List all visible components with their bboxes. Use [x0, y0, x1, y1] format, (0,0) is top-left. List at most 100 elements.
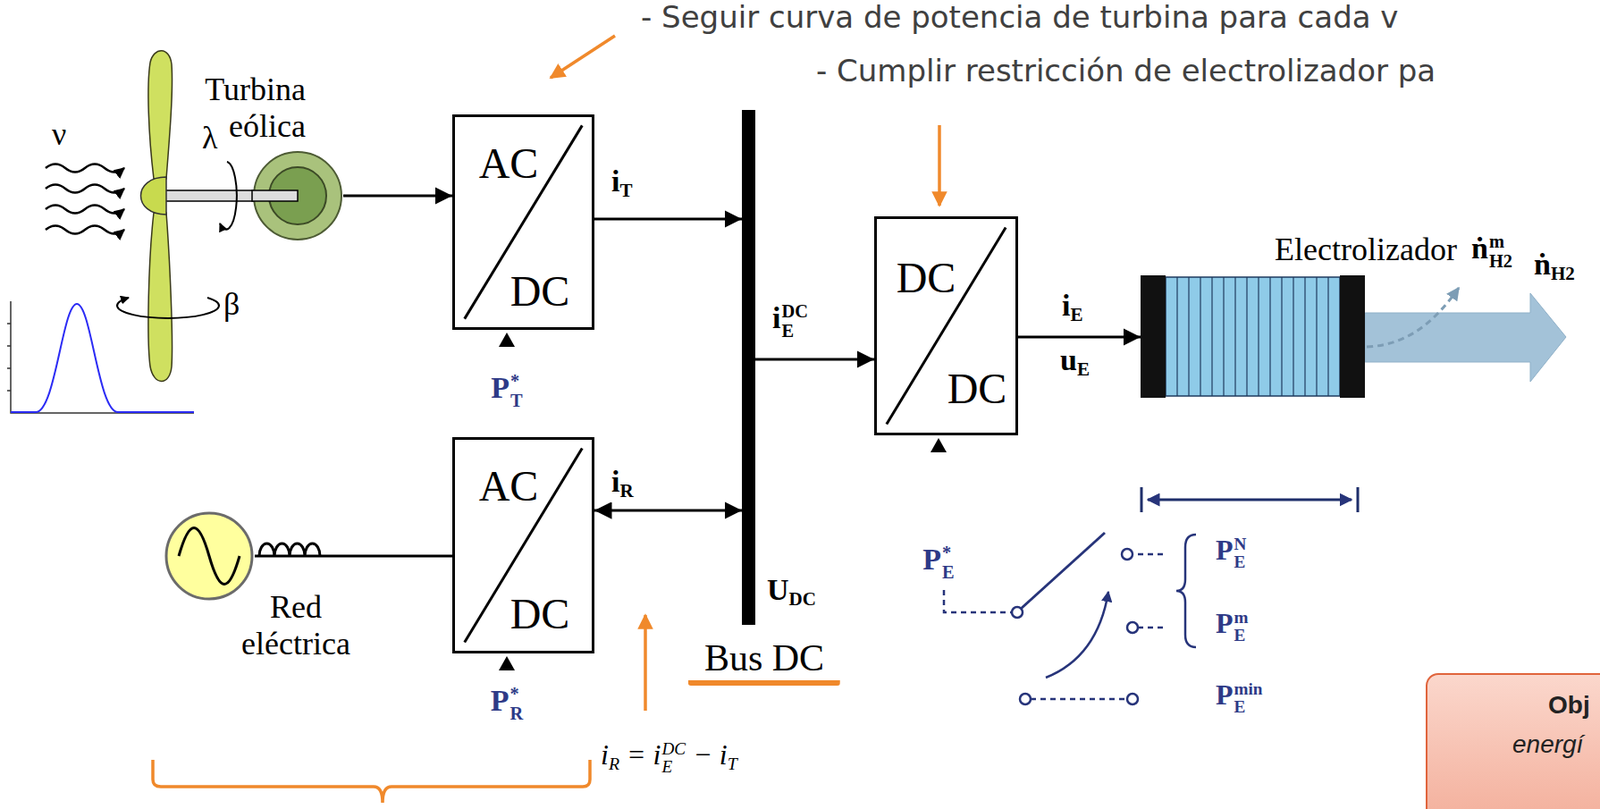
cell-separator — [1176, 277, 1178, 396]
end-plate — [1140, 275, 1166, 398]
turbine-shaft — [162, 190, 262, 202]
source-circle — [166, 513, 253, 599]
switch-arm — [1020, 532, 1105, 609]
cell-separator — [1269, 277, 1271, 396]
setpoint-label: P*T — [490, 370, 523, 411]
subscript: R — [608, 753, 620, 774]
superscript: * — [510, 371, 523, 391]
pitch-arrow — [117, 297, 219, 319]
subscript: T — [619, 179, 632, 202]
base-text: i — [772, 301, 781, 335]
connector — [343, 194, 453, 198]
script-stack: minE — [1234, 680, 1264, 716]
callout-arrow — [643, 614, 648, 711]
stack-cells — [1165, 277, 1340, 396]
connector — [254, 555, 453, 558]
hydrogen-flow-arrow — [1364, 293, 1567, 382]
stack-length-arrow — [1141, 487, 1358, 513]
component-title: Red eléctrica — [232, 589, 360, 664]
base-text: U — [766, 572, 790, 607]
connector — [755, 358, 875, 362]
shape-outline — [252, 150, 344, 242]
grouping-bracket — [152, 759, 590, 803]
switch-contact — [1121, 548, 1133, 560]
generator-circle: Turbina eólica — [252, 150, 344, 242]
subscript: DC — [789, 588, 817, 610]
sine-wave — [178, 528, 240, 585]
cell-separators — [1177, 277, 1329, 396]
setpoint-pointer — [498, 656, 515, 671]
connector — [594, 509, 742, 513]
converter-side: AC — [479, 461, 539, 511]
subscript: E — [1077, 358, 1090, 380]
converter-side: AC — [479, 138, 539, 188]
converter-box: DCDC — [874, 216, 1019, 436]
subscript: E — [781, 321, 808, 341]
base-text: P — [490, 683, 510, 717]
current-label: iR — [609, 463, 636, 503]
grid-source: Red eléctrica — [163, 510, 255, 602]
switch-contact — [1127, 693, 1138, 705]
wind-arrow — [45, 185, 125, 194]
base-text: ṅ — [1533, 247, 1551, 281]
turbine-blade — [148, 50, 173, 179]
objective-heading: Obj — [1548, 690, 1591, 720]
current-label: iE — [1060, 287, 1086, 327]
flow-symbol: ṅH2 — [1533, 246, 1575, 286]
subscript: E — [662, 757, 687, 776]
subscript: R — [619, 480, 633, 502]
bus-voltage: UDC — [766, 572, 817, 611]
script-stack: *R — [510, 684, 524, 724]
turbine-hub — [141, 176, 168, 215]
cell-separator — [1280, 277, 1282, 396]
superscript: m — [1489, 232, 1513, 252]
annotation-note: - Cumplir restricción de electrolizador … — [816, 53, 1436, 89]
superscript: * — [942, 543, 955, 563]
wind-speed-symbol: ν — [51, 116, 67, 153]
current-equation: iR = iDCE − iT — [600, 738, 738, 776]
converter-diagonal — [464, 447, 583, 642]
setpoint-pointer — [498, 332, 515, 347]
wind-arrow — [45, 226, 125, 235]
cell-separator — [1187, 277, 1189, 396]
electrolyzer-stack: Electrolizador — [1140, 275, 1365, 398]
orange-callouts — [152, 35, 940, 803]
component-title: Turbina eólica — [178, 71, 306, 146]
connector — [594, 218, 742, 221]
subscript: R — [510, 704, 524, 724]
base-text: i — [611, 464, 620, 498]
converter-side: DC — [896, 252, 957, 303]
script-stack: *T — [510, 371, 523, 411]
script-stack: NE — [1234, 535, 1247, 572]
cell-separator — [1327, 277, 1329, 396]
signal-name: uE — [1060, 342, 1090, 381]
rotor-speed-symbol: λ — [202, 119, 218, 157]
base-text: P — [490, 370, 510, 405]
pitch-angle-symbol: β — [223, 286, 240, 323]
shape-outline — [1140, 275, 1365, 398]
setpoint-label: P*R — [490, 682, 524, 724]
superscript: N — [1234, 535, 1247, 554]
cell-separator — [1234, 277, 1236, 396]
power-level-label: PmE — [1215, 606, 1249, 645]
objective-box: Objenergí — [1425, 673, 1600, 809]
script-stack: DCE — [781, 302, 808, 341]
cell-separator — [1315, 277, 1317, 396]
base-text: P — [1215, 678, 1234, 711]
converter-side: DC — [510, 589, 571, 639]
wind-arrow — [45, 205, 125, 214]
cell-separator — [1292, 277, 1294, 396]
subscript: E — [1069, 303, 1083, 326]
rotation-arrow — [219, 161, 237, 230]
superscript: m — [1234, 608, 1249, 627]
subscript: H2 — [1550, 262, 1575, 285]
cell-separator — [1211, 277, 1213, 396]
dimension-bars — [1141, 487, 1358, 513]
callout-arrow — [550, 35, 615, 78]
turbine-blade — [148, 212, 173, 382]
dc-bus-bar: UDCBus DC — [741, 109, 756, 625]
base-text: P — [922, 542, 942, 576]
converter-box: AC DC — [452, 437, 595, 654]
converter-diagonal — [464, 125, 583, 319]
subscript: T — [727, 753, 738, 774]
